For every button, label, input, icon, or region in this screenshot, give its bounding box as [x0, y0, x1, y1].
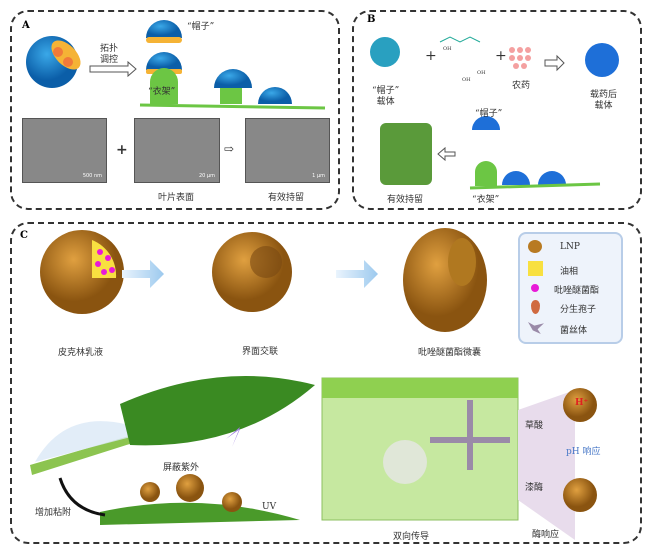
- ph-response-label: pH 响应: [566, 447, 601, 457]
- topology-label: 拓扑调控: [100, 44, 119, 65]
- oh-label: OH: [477, 70, 486, 76]
- pyraclostrobin-icon: [531, 284, 539, 292]
- h-plus-label: H⁺: [575, 398, 589, 408]
- panel-c-label: C: [20, 230, 28, 241]
- conidia-icon: [531, 300, 540, 314]
- panel-b: [352, 10, 642, 210]
- legend-label: 菌丝体: [560, 326, 588, 336]
- hat-carrier-line2: 载体: [376, 97, 395, 107]
- oh-label: OH: [462, 77, 471, 83]
- leaf-surface-label: 叶片表面: [158, 193, 195, 203]
- hat-hanger-illustration: [139, 20, 326, 110]
- laccase-label: 漆酶: [525, 483, 544, 493]
- hat-carrier-label: “帽子”载体: [372, 86, 399, 108]
- hanger-label: “衣架”: [148, 87, 176, 97]
- adhesion-label: 增加粘附: [35, 508, 72, 518]
- plus-icon: +: [116, 142, 128, 158]
- panel-c-bottom: [30, 375, 597, 540]
- janus-particle: [26, 36, 81, 88]
- panel-c: [10, 222, 642, 544]
- legend: LNP 油相 吡唑醚菌酯 分生孢子 菌丝体: [518, 232, 623, 344]
- svg-text:+: +: [425, 48, 437, 64]
- retention-label-a: 有效持留: [268, 193, 305, 203]
- loaded-line1: 载药后: [590, 90, 618, 100]
- bidirectional-label: 双向传导: [393, 532, 430, 542]
- oxalic-label: 草酸: [525, 421, 544, 431]
- hat-label-b: “帽子”: [475, 109, 503, 119]
- loaded-carrier-label: 载药后载体: [590, 90, 617, 112]
- microcapsule-label: 吡唑醚菌酯微囊: [418, 348, 482, 358]
- hat-label: “帽子”: [187, 22, 215, 32]
- sem-leaf-surface: 20 μm: [134, 118, 220, 183]
- panel-a-label: A: [22, 20, 30, 31]
- legend-label: 吡唑醚菌酯: [554, 286, 600, 296]
- uv-shield-label: 屏蔽紫外: [163, 463, 200, 473]
- crosslink-label: 界面交联: [242, 347, 279, 357]
- oh-label: OH: [443, 46, 452, 52]
- oil-phase-icon: [528, 261, 543, 276]
- hanger-label-b: “衣架”: [472, 195, 500, 205]
- sem-retention: 1 μm: [245, 118, 330, 183]
- svg-text:+: +: [495, 48, 507, 64]
- sem-microcapsule: 500 nm: [22, 118, 107, 183]
- arrow-icon: ⇨: [224, 142, 235, 156]
- panel-c-particles: [40, 228, 487, 332]
- retention-label-b: 有效持留: [387, 195, 424, 205]
- enzyme-response-label: 酶响应: [532, 530, 560, 540]
- hat-carrier-line1: “帽子”: [372, 86, 400, 96]
- arrow-icon: [89, 60, 137, 78]
- lnp-icon: [528, 240, 542, 253]
- pesticide-label: 农药: [512, 81, 531, 91]
- uv-label: UV: [262, 502, 277, 512]
- panel-a: [10, 10, 340, 210]
- panel-b-illustrations: + +: [370, 36, 619, 190]
- legend-label: 分生孢子: [560, 305, 597, 315]
- pickering-label: 皮克林乳液: [58, 348, 104, 358]
- loaded-line2: 载体: [594, 101, 613, 111]
- panel-b-label: B: [367, 14, 376, 25]
- legend-label: LNP: [560, 242, 580, 252]
- mycelium-icon: [528, 322, 544, 334]
- legend-label: 油相: [560, 267, 579, 277]
